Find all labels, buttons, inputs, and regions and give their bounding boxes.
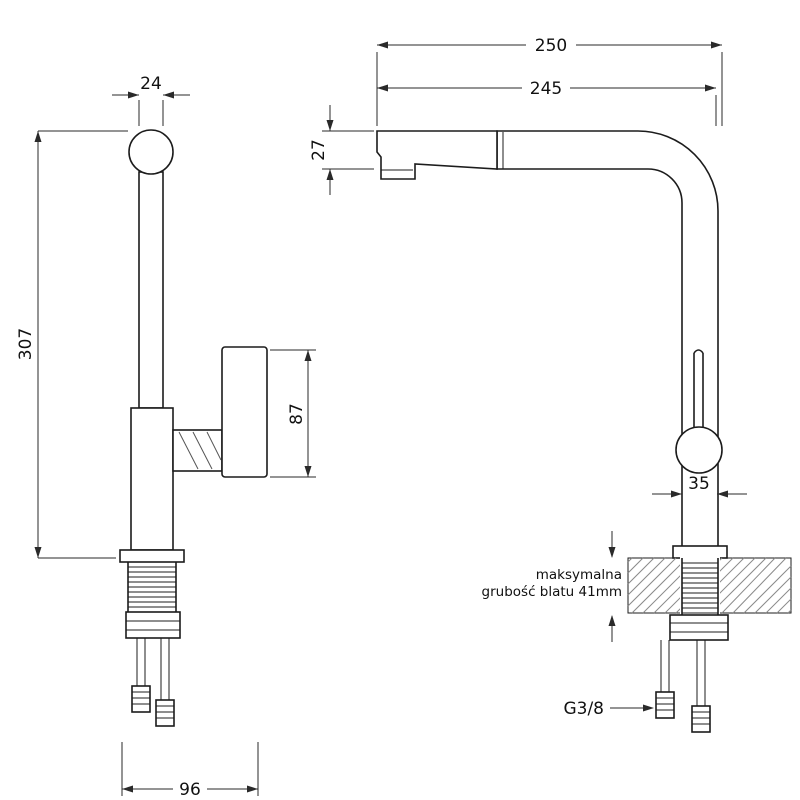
mounting-nut-front: [125, 611, 181, 639]
countertop-thickness-annotation: maksymalna grubość blatu 41mm: [482, 531, 622, 642]
countertop-section: [627, 557, 792, 615]
dim-307-label: 307: [16, 328, 36, 360]
threaded-shank-side: [681, 558, 719, 615]
dim-96: 96: [121, 742, 259, 800]
spout-cap-front: [128, 129, 174, 175]
dim-307: 307: [16, 130, 128, 559]
dim-35-label: 35: [688, 474, 710, 494]
dim-35: 35: [652, 474, 747, 498]
supply-hoses-side: [655, 640, 711, 733]
dim-24-label: 24: [140, 74, 162, 94]
base-flange-side: [672, 545, 728, 559]
spout-and-riser-side: [496, 130, 719, 552]
dim-96-label: 96: [179, 780, 201, 800]
counter-note-line1: maksymalna: [536, 567, 622, 583]
handle-neck-front: [172, 429, 223, 472]
handle-front: [221, 346, 268, 478]
dimension-annotations: 24 307 87 96: [16, 36, 747, 800]
faucet-body-front: [130, 407, 174, 551]
dim-27-label: 27: [309, 139, 329, 161]
dim-87-label: 87: [287, 403, 307, 425]
supply-hoses-front: [131, 638, 175, 727]
handle-lever-side: [693, 349, 704, 431]
dim-27: 27: [309, 105, 374, 195]
thread-size-callout: G3/8: [563, 699, 654, 719]
dim-250-label: 250: [535, 36, 567, 56]
dim-87: 87: [270, 349, 316, 478]
threaded-shank-front: [127, 562, 177, 612]
dim-245: 245: [377, 79, 717, 126]
dim-35-label-bg: [684, 474, 714, 492]
side-view: [376, 130, 792, 733]
handle-ball-side: [675, 426, 723, 474]
base-flange-front: [119, 549, 185, 563]
counter-note-line2: grubość blatu 41mm: [482, 584, 622, 600]
pullout-spray-head: [376, 130, 498, 180]
front-view: [119, 129, 268, 727]
dim-245-label: 245: [530, 79, 562, 99]
countertop-hatching: [627, 557, 792, 614]
dim-24: 24: [112, 74, 190, 126]
spout-pipe-front: [138, 171, 164, 409]
mounting-nut-side: [669, 614, 729, 641]
thread-size-label: G3/8: [563, 699, 604, 719]
dim-250: 250: [376, 36, 723, 126]
